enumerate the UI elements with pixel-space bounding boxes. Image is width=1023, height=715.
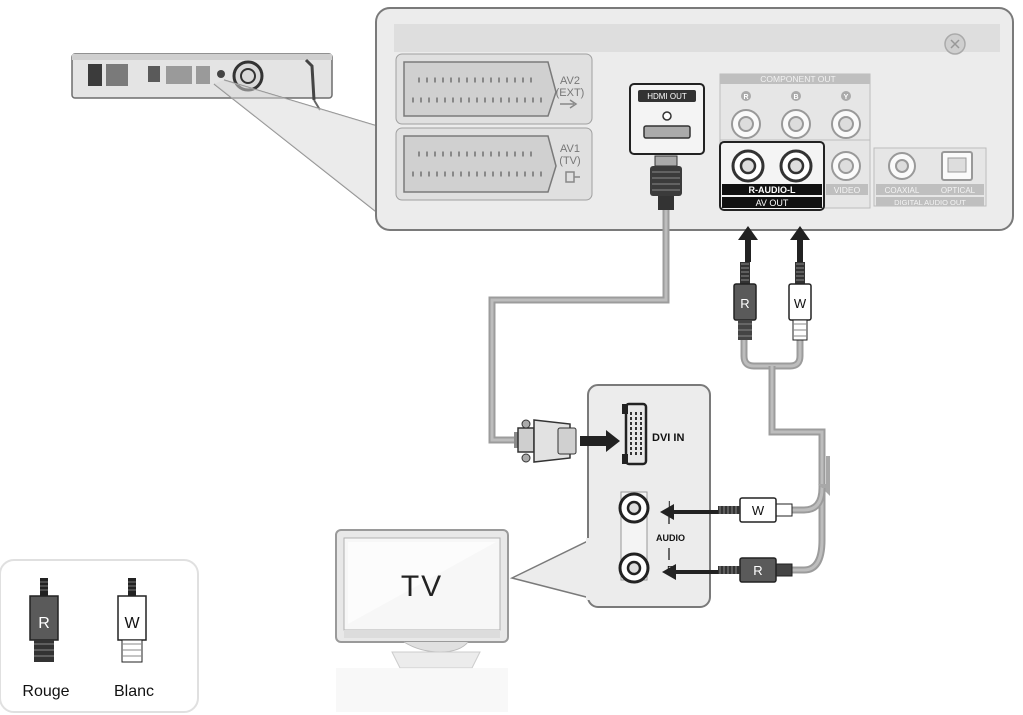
optical-label: OPTICAL <box>941 186 976 195</box>
arrow-left-white-icon <box>660 504 718 520</box>
audio-out-jacks <box>731 149 813 183</box>
zoom-lines <box>213 79 385 219</box>
arrow-left-red-icon <box>662 564 718 580</box>
dvd-player-rear-thumbnail <box>71 53 333 111</box>
component-jacks <box>731 109 861 139</box>
scart-av1-connector <box>395 127 593 201</box>
dvi-arrow-icon <box>580 430 620 452</box>
component-r-badge <box>741 91 751 101</box>
component-out-label: COMPONENT OUT <box>760 74 835 84</box>
legend-red-plug-icon <box>29 578 59 662</box>
av1-direction-icon <box>565 171 580 183</box>
hdmi-out-label: HDMI OUT <box>647 92 687 101</box>
component-b-badge <box>791 91 801 101</box>
hdmi-dvi-cable <box>488 210 670 444</box>
white-plug-top-letter: W <box>794 296 807 311</box>
flow-down-arrow-icon <box>818 456 830 496</box>
red-plug-top-letter: R <box>740 296 749 311</box>
red-plug-top <box>733 262 757 340</box>
video-label: VIDEO <box>834 185 861 195</box>
av-out-label: AV OUT <box>756 198 789 208</box>
arrow-up-icons <box>738 226 810 262</box>
legend-white-caption: Blanc <box>114 683 154 700</box>
scart-av2-connector <box>395 53 593 125</box>
legend-white-plug-icon <box>117 578 147 663</box>
dvi-in-label: DVI IN <box>652 432 684 444</box>
video-out-jack <box>831 151 861 181</box>
component-y-badge <box>841 91 851 101</box>
av1-label: AV1 <box>560 143 580 155</box>
hdmi-plug <box>650 155 682 210</box>
coaxial-label: COAXIAL <box>885 186 920 195</box>
dvi-plug <box>514 419 577 463</box>
tv-audio-l-label: L <box>668 500 674 511</box>
tv-audio-jacks <box>618 491 650 584</box>
tv-set <box>335 529 509 712</box>
tv-callout-pointer <box>509 538 591 599</box>
component-jack-b-label: B <box>793 94 798 101</box>
white-plug-bottom-letter: W <box>752 503 765 518</box>
legend-red-caption: Rouge <box>22 683 69 700</box>
legend-white-letter: W <box>124 615 140 632</box>
av2-label: AV2 <box>560 75 580 87</box>
optical-out-jack <box>941 151 973 181</box>
av2-direction-icon <box>560 99 578 109</box>
digital-audio-out-label: DIGITAL AUDIO OUT <box>894 198 966 207</box>
white-plug-top <box>788 262 812 341</box>
rca-cable-top <box>740 340 826 488</box>
rca-cable-bottom <box>790 487 826 574</box>
red-plug-bottom-letter: R <box>753 563 762 578</box>
dvi-in-port <box>622 402 648 466</box>
coaxial-out-jack <box>888 152 916 180</box>
tv-audio-label: AUDIO <box>656 533 685 543</box>
av2-sub-label: (EXT) <box>556 87 585 99</box>
rear-panel: AV2 (EXT) AV1 (TV) HDMI OUT COMPONENT OU… <box>375 7 1014 231</box>
legend-red-letter: R <box>38 615 50 632</box>
component-jack-y-label: Y <box>844 94 849 101</box>
hdmi-out-port <box>629 83 705 155</box>
white-plug-bottom <box>718 497 793 523</box>
tv-screen-label: TV <box>401 570 443 603</box>
red-plug-bottom <box>718 557 793 583</box>
av1-sub-label: (TV) <box>559 155 580 167</box>
component-jack-r-label: R <box>743 94 748 101</box>
audio-label: R-AUDIO-L <box>749 185 796 195</box>
